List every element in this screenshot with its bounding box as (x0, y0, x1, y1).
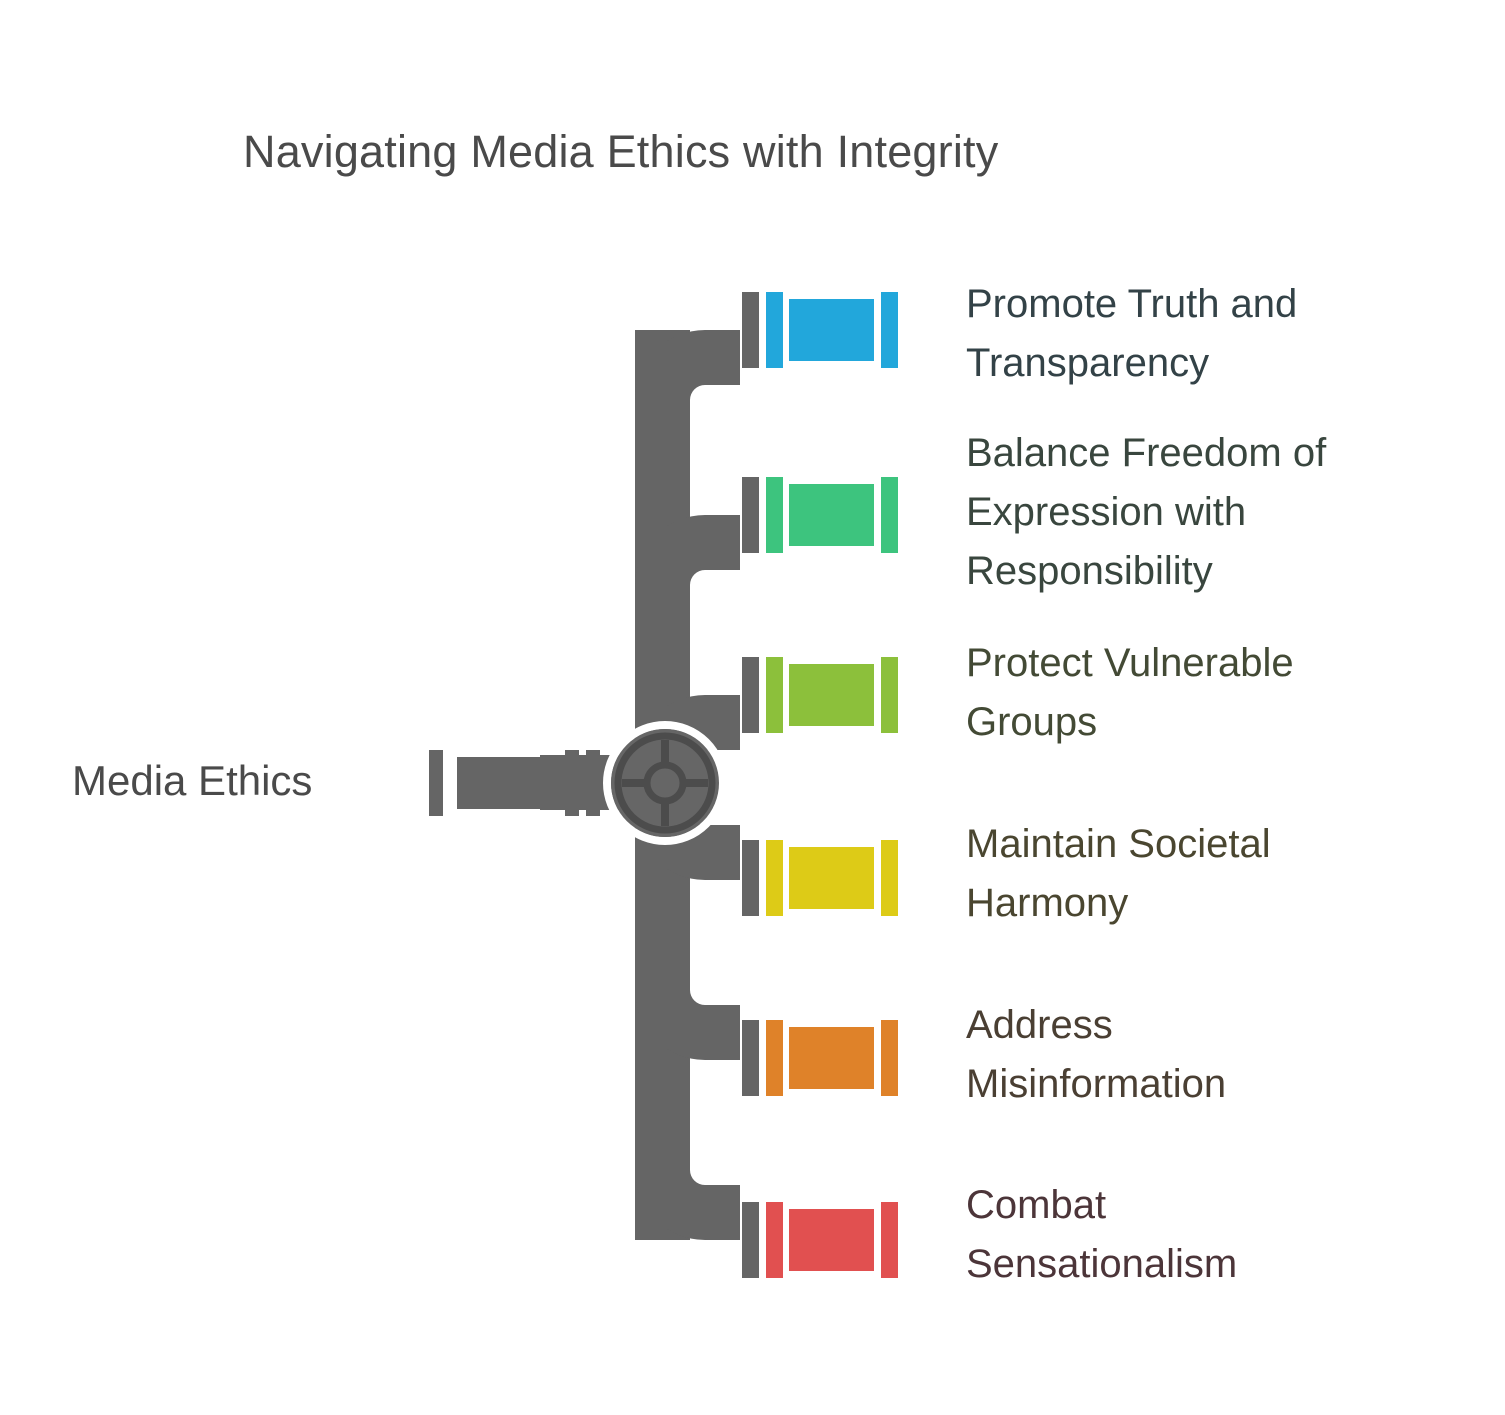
branch-label-3-line-1: Protect Vulnerable (966, 641, 1294, 685)
color-flange-left-3 (766, 657, 783, 733)
color-flange-left-2 (766, 477, 783, 553)
color-flange-left-6 (766, 1202, 783, 1278)
branch-label-5-line-1: Address (966, 1003, 1113, 1047)
branch-connector-4 (742, 840, 898, 916)
gray-flange-3 (742, 657, 759, 733)
branch-connector-6 (742, 1202, 898, 1278)
root-pipe-flange-a (565, 750, 579, 816)
branch-connector-2 (742, 477, 898, 553)
gray-flange-4 (742, 840, 759, 916)
page-title: Navigating Media Ethics with Integrity (243, 126, 999, 177)
branch-label-2: Balance Freedom of Expression with Respo… (966, 424, 1436, 601)
color-flange-right-4 (881, 840, 898, 916)
branch-label-1-line-2: Transparency (966, 341, 1210, 385)
branch-connector-5 (742, 1020, 898, 1096)
color-pipe-body-2 (789, 484, 874, 546)
color-pipe-body-3 (789, 664, 874, 726)
valve-wheel-icon (603, 721, 727, 845)
pipe-elbow-branch-6 (635, 1110, 740, 1240)
root-node-label: Media Ethics (72, 757, 313, 804)
color-flange-right-5 (881, 1020, 898, 1096)
gray-flange-2 (742, 477, 759, 553)
root-pipe-outer-flange (429, 750, 443, 816)
color-pipe-body-5 (789, 1027, 874, 1089)
branch-label-6-line-2: Sensationalism (966, 1242, 1238, 1286)
branch-label-2-line-3: Responsibility (966, 549, 1213, 593)
branch-label-1-line-1: Promote Truth and (966, 282, 1298, 326)
gray-flange-6 (742, 1202, 759, 1278)
branch-label-5-line-2: Misinformation (966, 1062, 1227, 1106)
pipe-elbow-branch-1 (635, 330, 740, 470)
color-flange-left-5 (766, 1020, 783, 1096)
branch-connector-1 (742, 292, 898, 368)
color-flange-right-1 (881, 292, 898, 368)
branch-label-6: Combat Sensationalism (966, 1176, 1436, 1294)
color-flange-left-4 (766, 840, 783, 916)
pipe-elbow-branch-5 (635, 990, 740, 1060)
root-pipe-body (457, 757, 562, 809)
branch-label-4-line-2: Harmony (966, 881, 1129, 925)
branch-label-1: Promote Truth and Transparency (966, 275, 1436, 393)
root-pipe-flange-b (586, 750, 600, 816)
branch-label-6-line-1: Combat (966, 1183, 1107, 1227)
pipe-elbow-branch-2 (635, 515, 740, 655)
branch-label-2-line-2: Expression with (966, 490, 1247, 534)
branch-label-2-line-1: Balance Freedom of (966, 431, 1327, 475)
branch-connector-3 (742, 657, 898, 733)
branch-label-3: Protect Vulnerable Groups (966, 634, 1436, 752)
color-pipe-body-6 (789, 1209, 874, 1271)
branch-label-5: Address Misinformation (966, 996, 1436, 1114)
color-flange-right-2 (881, 477, 898, 553)
gray-flange-5 (742, 1020, 759, 1096)
root-pipe-group (429, 750, 600, 816)
color-flange-right-6 (881, 1202, 898, 1278)
color-pipe-body-1 (789, 299, 874, 361)
branch-label-4: Maintain Societal Harmony (966, 815, 1436, 933)
color-flange-right-3 (881, 657, 898, 733)
branch-label-4-line-1: Maintain Societal (966, 822, 1271, 866)
branch-label-3-line-2: Groups (966, 700, 1098, 744)
color-pipe-body-4 (789, 847, 874, 909)
gray-flange-1 (742, 292, 759, 368)
color-flange-left-1 (766, 292, 783, 368)
